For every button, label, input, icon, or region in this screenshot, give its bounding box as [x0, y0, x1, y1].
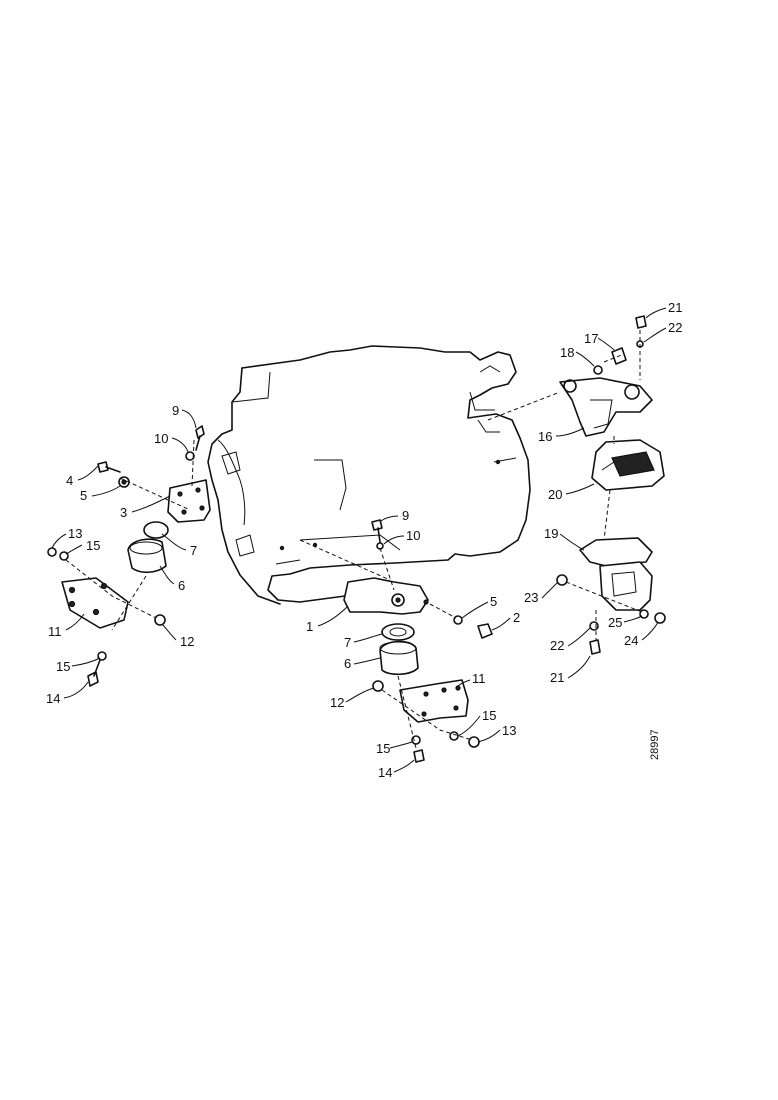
drawing-reference-number: 28997 — [649, 729, 661, 760]
leader-lines — [51, 307, 667, 773]
centre-nut-12 — [372, 680, 384, 692]
centre-rubber-mount-6 — [379, 640, 419, 676]
callout-15: 15 — [482, 708, 496, 723]
callout-3: 3 — [120, 505, 127, 520]
callout-25: 25 — [608, 615, 622, 630]
centre-bolt-14 — [413, 749, 425, 763]
right-lower-bracket-19 — [579, 537, 653, 567]
centre-bolt-2 — [477, 623, 493, 639]
callout-6: 6 — [344, 656, 351, 671]
callout-9: 9 — [172, 403, 179, 418]
left-bolt-9 — [195, 425, 205, 451]
engine-block — [207, 345, 561, 605]
right-mount-assembly — [556, 315, 666, 655]
left-rubber-mount-6 — [127, 538, 167, 574]
callout-5: 5 — [490, 594, 497, 609]
centre-mount-assembly — [343, 519, 493, 763]
callout-15: 15 — [56, 659, 70, 674]
left-washer-10 — [185, 451, 195, 461]
left-bolt-4 — [97, 461, 121, 473]
callout-14: 14 — [378, 765, 392, 780]
callout-9: 9 — [402, 508, 409, 523]
callout-6: 6 — [178, 578, 185, 593]
callout-11: 11 — [472, 671, 486, 686]
callout-15: 15 — [376, 741, 390, 756]
callout-17: 17 — [584, 331, 598, 346]
centre-washer-5 — [453, 615, 463, 625]
right-bolt-17 — [611, 347, 627, 365]
centre-washer-15-right — [449, 731, 459, 741]
callout-14: 14 — [46, 691, 60, 706]
callout-15: 15 — [86, 538, 100, 553]
centre-bracket-1 — [343, 577, 429, 615]
right-washer-25 — [639, 609, 649, 619]
left-nut-15-bottom — [97, 651, 107, 661]
callout-5: 5 — [80, 488, 87, 503]
callout-24: 24 — [624, 633, 638, 648]
callout-7: 7 — [190, 543, 197, 558]
right-bracket-16 — [559, 377, 653, 437]
right-nut-23 — [556, 574, 568, 586]
left-lower-bracket-11 — [61, 577, 129, 629]
centre-plate-7 — [381, 623, 415, 641]
callout-21: 21 — [550, 670, 564, 685]
callout-21: 21 — [668, 300, 682, 315]
callout-20: 20 — [548, 487, 562, 502]
left-nut-15-top — [59, 551, 69, 561]
right-bolt-21-bottom — [589, 639, 601, 655]
callout-13: 13 — [68, 526, 82, 541]
callout-10: 10 — [406, 528, 420, 543]
callout-23: 23 — [524, 590, 538, 605]
left-bracket-3 — [167, 479, 211, 523]
callout-1: 1 — [306, 619, 313, 634]
callout-10: 10 — [154, 431, 168, 446]
callout-13: 13 — [502, 723, 516, 738]
callout-2: 2 — [513, 610, 520, 625]
right-bolt-21-top — [635, 315, 647, 329]
right-lower-bracket-body — [599, 561, 653, 611]
callout-22: 22 — [550, 638, 564, 653]
left-bolt-14 — [87, 659, 101, 687]
callout-12: 12 — [180, 634, 194, 649]
centre-bolt-9 — [371, 519, 383, 543]
callout-4: 4 — [66, 473, 73, 488]
left-washer-13 — [47, 547, 57, 557]
callout-22: 22 — [668, 320, 682, 335]
callout-7: 7 — [344, 635, 351, 650]
callout-11: 11 — [48, 624, 62, 639]
centre-lower-bracket-11 — [399, 679, 469, 723]
centre-nut-13 — [468, 736, 480, 748]
right-washer-18 — [593, 365, 603, 375]
callout-18: 18 — [560, 345, 574, 360]
callout-19: 19 — [544, 526, 558, 541]
right-nut-24 — [654, 612, 666, 624]
callout-labels: 9 10 4 5 3 7 6 13 15 11 12 15 14 9 10 1 … — [46, 300, 682, 780]
right-washer-22-bottom — [589, 621, 599, 631]
centre-nut-15-lower — [411, 735, 421, 745]
callout-12: 12 — [330, 695, 344, 710]
left-nut-12 — [154, 614, 166, 626]
callout-16: 16 — [538, 429, 552, 444]
